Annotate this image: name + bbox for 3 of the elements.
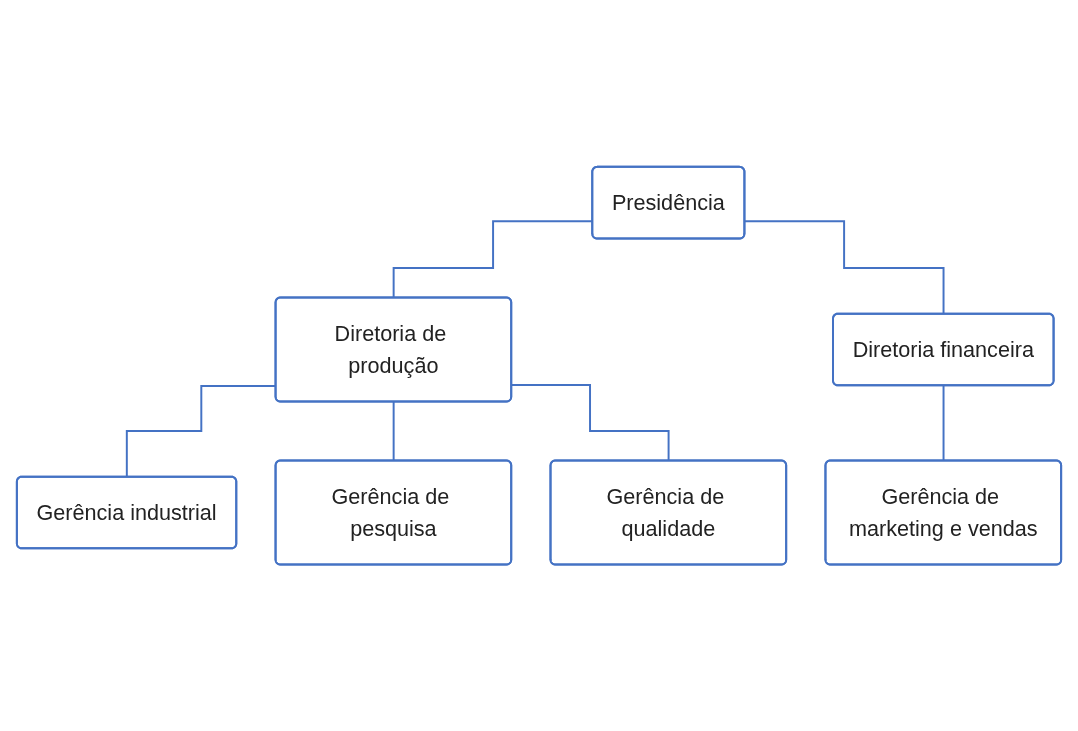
- org-chart: Presidência Diretoria de produção Diretoria financeira Gerência industrial Gerência de pesquisa Gerência de qualidade Gerência de marketing e vendas: [9, 158, 1069, 573]
- connector: [942, 384, 945, 462]
- connector: [392, 400, 395, 462]
